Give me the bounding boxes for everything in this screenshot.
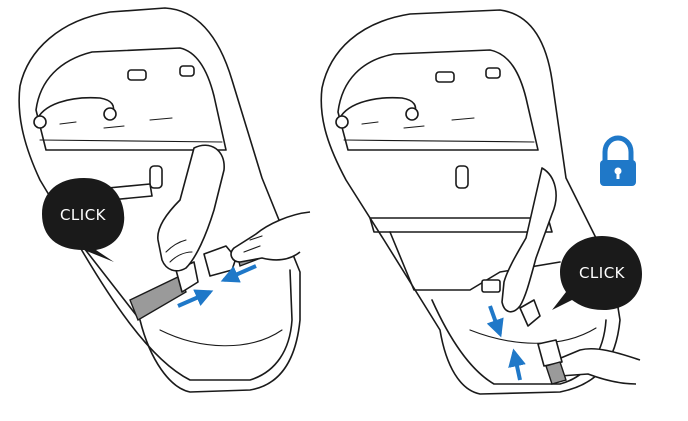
click-label-left: CLICK: [60, 206, 107, 224]
right-panel: CLICK: [321, 10, 642, 394]
click-label-right: CLICK: [579, 264, 626, 282]
backpack-shell-right: [321, 10, 620, 394]
left-panel: CLICK: [19, 8, 310, 392]
lock-icon: [600, 138, 636, 186]
